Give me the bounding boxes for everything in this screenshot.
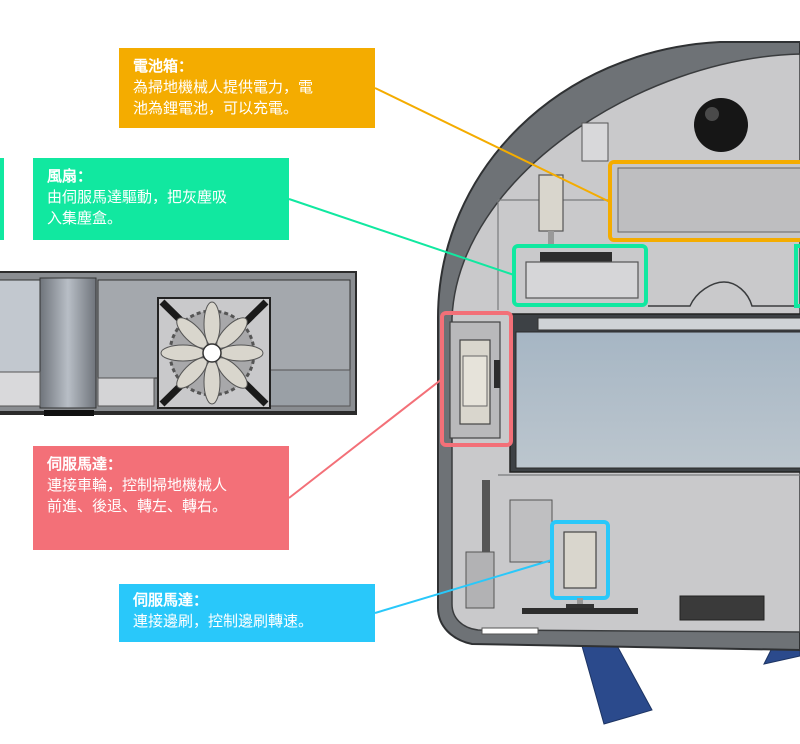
callout-battery: 電池箱： 為掃地機械人提供電力，電 池為鋰電池，可以充電。 — [119, 48, 375, 128]
fan-motor-body — [538, 174, 564, 232]
fan-impeller — [157, 297, 271, 409]
cross-section-base — [0, 371, 41, 407]
brush-servo-gear — [566, 604, 594, 610]
dust-bin — [509, 313, 800, 473]
wheel-servo — [449, 321, 501, 439]
gear-housing — [509, 499, 553, 563]
wheel-servo-gear — [494, 360, 500, 388]
bottom-slot — [679, 595, 765, 621]
fan-impeller-blades — [160, 301, 264, 405]
fan-gear — [540, 252, 612, 262]
callout-fan-desc: 由伺服馬達驅動，把灰塵吸 入集塵盒。 — [47, 188, 228, 227]
leader-line-fan — [288, 198, 515, 276]
callout-servo-brush-title: 伺服馬達： — [133, 591, 209, 609]
cross-section-view — [0, 271, 357, 416]
caster-wheel-ball — [694, 98, 748, 152]
cross-section-floor — [269, 369, 351, 407]
callout-battery-desc: 為掃地機械人提供電力，電 池為鋰電池，可以充電。 — [133, 78, 314, 117]
callout-servo-wheel-title: 伺服馬達： — [47, 455, 123, 473]
fan-housing — [525, 261, 639, 299]
callout-fan-title: 風扇： — [47, 167, 93, 185]
brush-servo — [563, 531, 597, 610]
dust-bin-lid — [537, 317, 800, 331]
callout-servo-wheel: 伺服馬達： 連接車輪，控制掃地機械人 前進、後退、轉左、轉右。 — [33, 446, 289, 550]
brush-servo-body — [563, 531, 597, 589]
caster-wheel — [694, 98, 748, 152]
brush-blade-left — [581, 639, 653, 725]
fan-motor-shaft — [548, 231, 554, 245]
callout-fan: 風扇： 由伺服馬達驅動，把灰塵吸 入集塵盒。 — [33, 158, 289, 240]
battery-inner — [617, 167, 800, 233]
wheel-servo-core — [462, 355, 488, 407]
dust-bin-window — [515, 331, 800, 469]
callout-battery-title: 電池箱： — [133, 57, 194, 75]
bottom-slot — [481, 627, 539, 635]
cross-section-foot — [44, 410, 94, 416]
green-box-partial — [794, 244, 800, 308]
callout-servo-brush-desc: 連接邊刷，控制邊刷轉速。 — [133, 612, 314, 630]
caster-wheel-highlight — [705, 107, 719, 121]
fan-highlight-box — [512, 244, 648, 307]
leader-line-servo-brush — [374, 559, 553, 614]
callout-servo-brush: 伺服馬達： 連接邊刷，控制邊刷轉速。 — [119, 584, 375, 642]
cable-channel — [482, 480, 490, 560]
plate-notch — [648, 281, 800, 307]
leader-line-servo-wheel — [288, 378, 443, 499]
cross-section-floor — [97, 377, 155, 407]
leader-line-battery — [374, 87, 611, 203]
bottom-slot — [522, 608, 638, 614]
cross-section-pillar — [39, 277, 97, 409]
fan-impeller-hub — [202, 343, 222, 363]
partial-callout-edge — [0, 158, 4, 240]
small-sensor-block — [581, 122, 609, 162]
cable-channel — [465, 551, 495, 609]
callout-servo-wheel-desc: 連接車輪，控制掃地機械人 前進、後退、轉左、轉右。 — [47, 476, 228, 515]
fan-motor — [538, 174, 564, 245]
